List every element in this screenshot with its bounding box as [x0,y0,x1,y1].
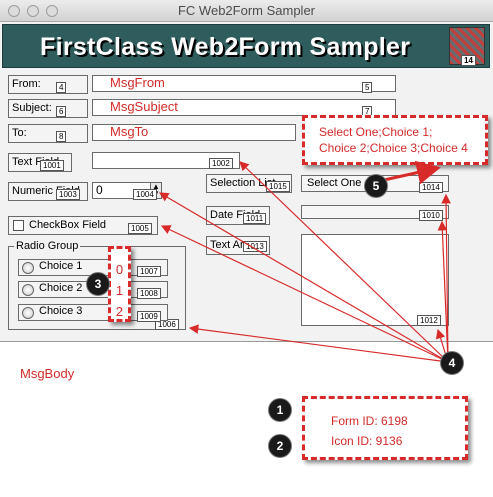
close-window-icon[interactable] [8,5,20,17]
field-tag: 1012 [417,315,441,326]
badge-3: 3 [86,272,110,296]
badge-5: 5 [364,174,388,198]
field-tag: 1003 [56,189,80,200]
to-value: MsgTo [110,124,149,139]
form-ids-callout: Form ID: 6198 Icon ID: 9136 [302,396,468,460]
window-title: FC Web2Form Sampler [177,3,315,18]
field-tag: 6 [56,106,67,117]
field-tag: 1005 [128,223,152,234]
callout-text: 0 [115,262,124,277]
form-banner [2,24,490,68]
radio-group-label: Radio Group [14,240,81,252]
callout-text: 1 [115,283,124,298]
banner-title: FirstClass Web2Form Sampler [40,33,411,61]
field-tag: 1013 [243,241,267,252]
text-field-input[interactable] [92,152,240,169]
field-tag: 1007 [137,266,161,277]
badge-4: 4 [440,351,464,375]
callout-text: Select One;Choice 1; [319,125,433,139]
badge-2: 2 [268,434,292,458]
field-tag: 8 [56,131,67,142]
from-field[interactable] [92,75,396,92]
field-tag: 1009 [137,311,161,322]
checkbox-field[interactable] [13,220,24,231]
field-tag: 4 [56,82,67,93]
radio-option-label: Choice 3 [39,305,83,317]
icon-id-text: Icon ID: 9136 [331,434,403,448]
radio-option-label: Choice 2 [39,282,83,294]
checkbox-field-label: CheckBox Field [8,216,158,235]
field-tag: 1010 [419,210,443,221]
window-titlebar [0,0,493,22]
radio-option-label: Choice 1 [39,260,83,272]
field-tag: 1011 [243,213,267,224]
subject-label: Subject: [8,99,88,118]
radio-values-callout: 0 1 2 [108,246,131,322]
field-tag: 1002 [209,158,233,169]
field-tag: 5 [362,82,373,93]
field-tag: 1014 [419,182,443,193]
badge-1: 1 [268,398,292,422]
selection-values-callout: Select One;Choice 1; Choice 2;Choice 3;C… [302,115,488,165]
from-label: From: [8,75,88,94]
field-tag: 1001 [40,160,64,171]
zoom-window-icon[interactable] [46,5,58,17]
text-area-input[interactable] [301,234,449,326]
field-tag: 1015 [266,181,290,192]
field-tag: 1008 [137,288,161,299]
to-label: To: [8,124,88,143]
radio-button-icon[interactable] [22,307,34,319]
from-value: MsgFrom [110,75,165,90]
to-field[interactable] [92,124,296,141]
field-tag: 1004 [133,189,157,200]
form-id-text: Form ID: 6198 [331,414,408,428]
message-body-value: MsgBody [20,366,75,381]
radio-button-icon[interactable] [22,284,34,296]
field-tag: 14 [461,55,476,66]
callout-text: 2 [115,304,124,319]
subject-field[interactable] [92,99,396,116]
callout-text: Choice 2;Choice 3;Choice 4 [319,141,468,155]
minimize-window-icon[interactable] [27,5,39,17]
radio-button-icon[interactable] [22,262,34,274]
subject-value: MsgSubject [110,99,178,114]
